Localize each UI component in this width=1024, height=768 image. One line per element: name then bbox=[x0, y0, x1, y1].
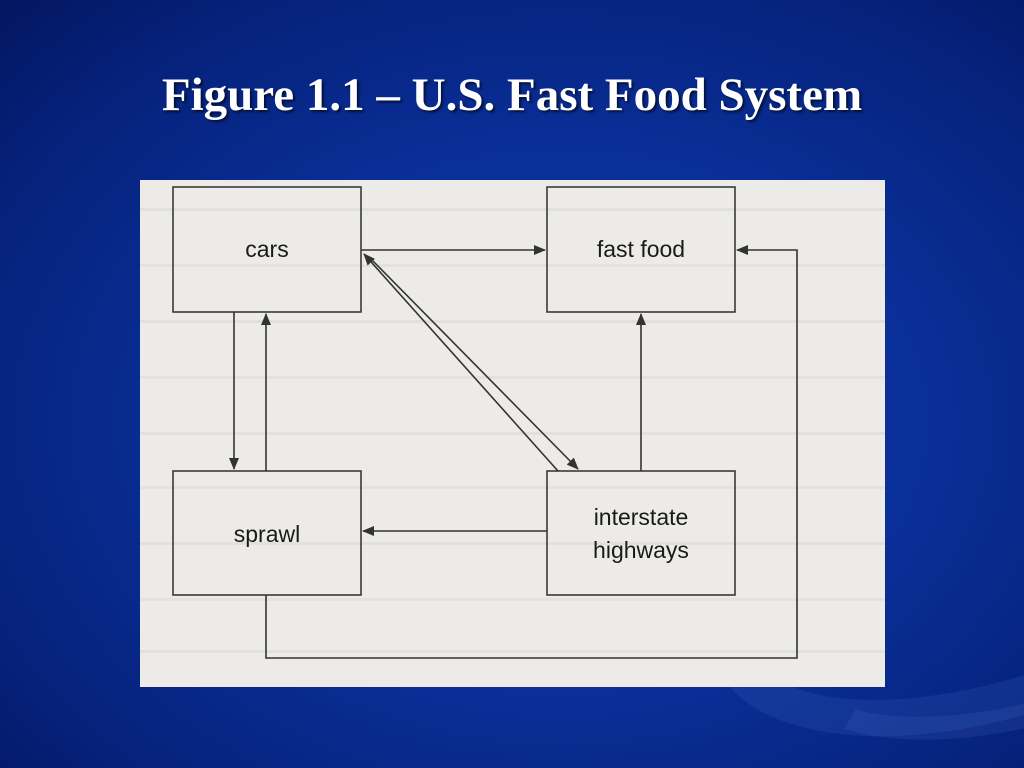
node-interstate-highways: interstate highways bbox=[546, 470, 736, 596]
edge-interstate-highways-to-cars bbox=[363, 253, 559, 472]
diagram-figure: cars fast food sprawl interstate highway… bbox=[140, 180, 885, 687]
node-box bbox=[172, 470, 362, 596]
node-box bbox=[546, 470, 736, 596]
node-fast-food: fast food bbox=[546, 186, 736, 313]
node-label: interstate bbox=[594, 504, 689, 530]
node-label: highways bbox=[593, 537, 689, 563]
edge-cars-to-interstate-highways bbox=[371, 259, 579, 470]
paper-texture bbox=[140, 208, 885, 653]
node-cars: cars bbox=[172, 186, 362, 313]
edge-sprawl-to-fast-food bbox=[265, 245, 798, 659]
node-label: cars bbox=[245, 236, 288, 262]
node-label: fast food bbox=[597, 236, 685, 262]
node-label: sprawl bbox=[234, 521, 300, 547]
node-box bbox=[546, 186, 736, 313]
diagram-svg: cars fast food sprawl interstate highway… bbox=[140, 186, 885, 659]
slide-title: Figure 1.1 – U.S. Fast Food System bbox=[161, 69, 863, 121]
node-sprawl: sprawl bbox=[172, 470, 362, 596]
